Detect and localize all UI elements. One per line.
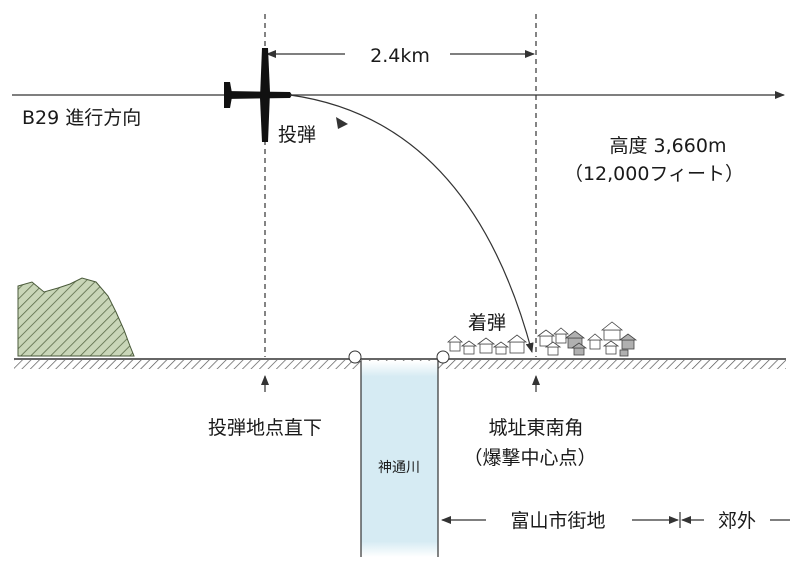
hill-hatched-icon — [17, 277, 135, 357]
release-point-label: 投弾地点直下 — [208, 417, 322, 439]
bomb-trajectory — [289, 94, 534, 353]
suburb-label: 郊外 — [718, 510, 756, 532]
river — [348, 350, 450, 557]
castle-corner-label: 城址東南角 — [488, 417, 583, 439]
hypocenter-label: （爆撃中心点） — [463, 447, 596, 469]
house-cluster-icon — [446, 321, 638, 357]
city-area-label: 富山市街地 — [510, 510, 605, 532]
altitude-label: 高度 3,660m — [610, 135, 727, 157]
distance-label: 2.4km — [370, 45, 430, 67]
direction-label: B29 進行方向 — [22, 107, 141, 129]
release-label: 投弾 — [278, 124, 316, 146]
b29-aircraft-icon — [224, 48, 292, 142]
altitude-feet-label: （12,000フィート） — [564, 163, 744, 185]
impact-label: 着弾 — [468, 312, 506, 334]
river-label: 神通川 — [378, 460, 420, 476]
trajectory-arrowhead — [336, 117, 348, 129]
city-range — [441, 512, 681, 528]
